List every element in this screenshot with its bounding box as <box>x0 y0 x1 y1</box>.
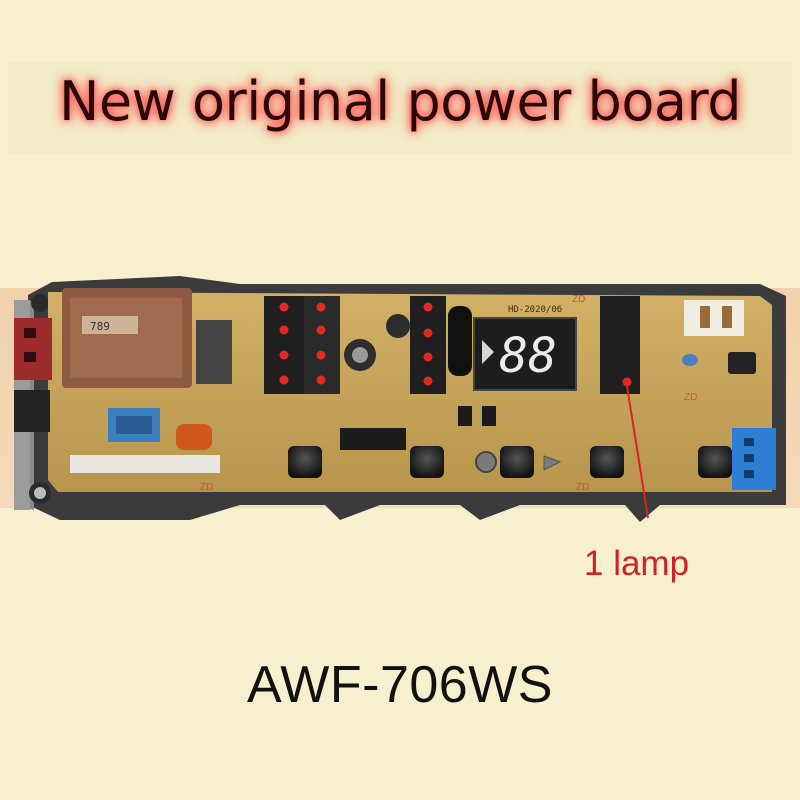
ic-chip <box>340 428 406 450</box>
display-digits: 88 <box>499 328 557 384</box>
top-right-connector <box>684 300 744 336</box>
white-strip <box>70 455 220 473</box>
led-block-right <box>600 296 640 394</box>
annotation-pointer <box>626 385 649 519</box>
led-block-left <box>264 296 340 394</box>
silkscreen-zd-3: ZD <box>200 482 213 493</box>
left-connector-red <box>14 318 52 380</box>
model-number: AWF-706WS <box>247 656 553 714</box>
capacitor-orange <box>176 424 212 450</box>
headline: New original power board <box>59 70 741 133</box>
tact-switches <box>288 446 732 478</box>
seven-segment-display: 88 <box>473 317 577 391</box>
left-connector-black <box>14 390 50 432</box>
lamp-annotation: 1 lamp <box>584 544 690 583</box>
choke <box>448 306 472 376</box>
capacitor-small <box>386 314 410 338</box>
headline-banner <box>8 62 792 154</box>
transformer: 789 <box>62 288 192 388</box>
led-block-middle <box>410 296 446 394</box>
silkscreen-zd-1: ZD <box>572 294 585 305</box>
relay <box>196 320 232 384</box>
silkscreen-model: HD-2020/06 <box>508 305 562 315</box>
silkscreen-zd-2: ZD <box>684 392 697 403</box>
svg-text:789: 789 <box>90 320 110 333</box>
silkscreen-zd-4: ZD <box>576 482 589 493</box>
